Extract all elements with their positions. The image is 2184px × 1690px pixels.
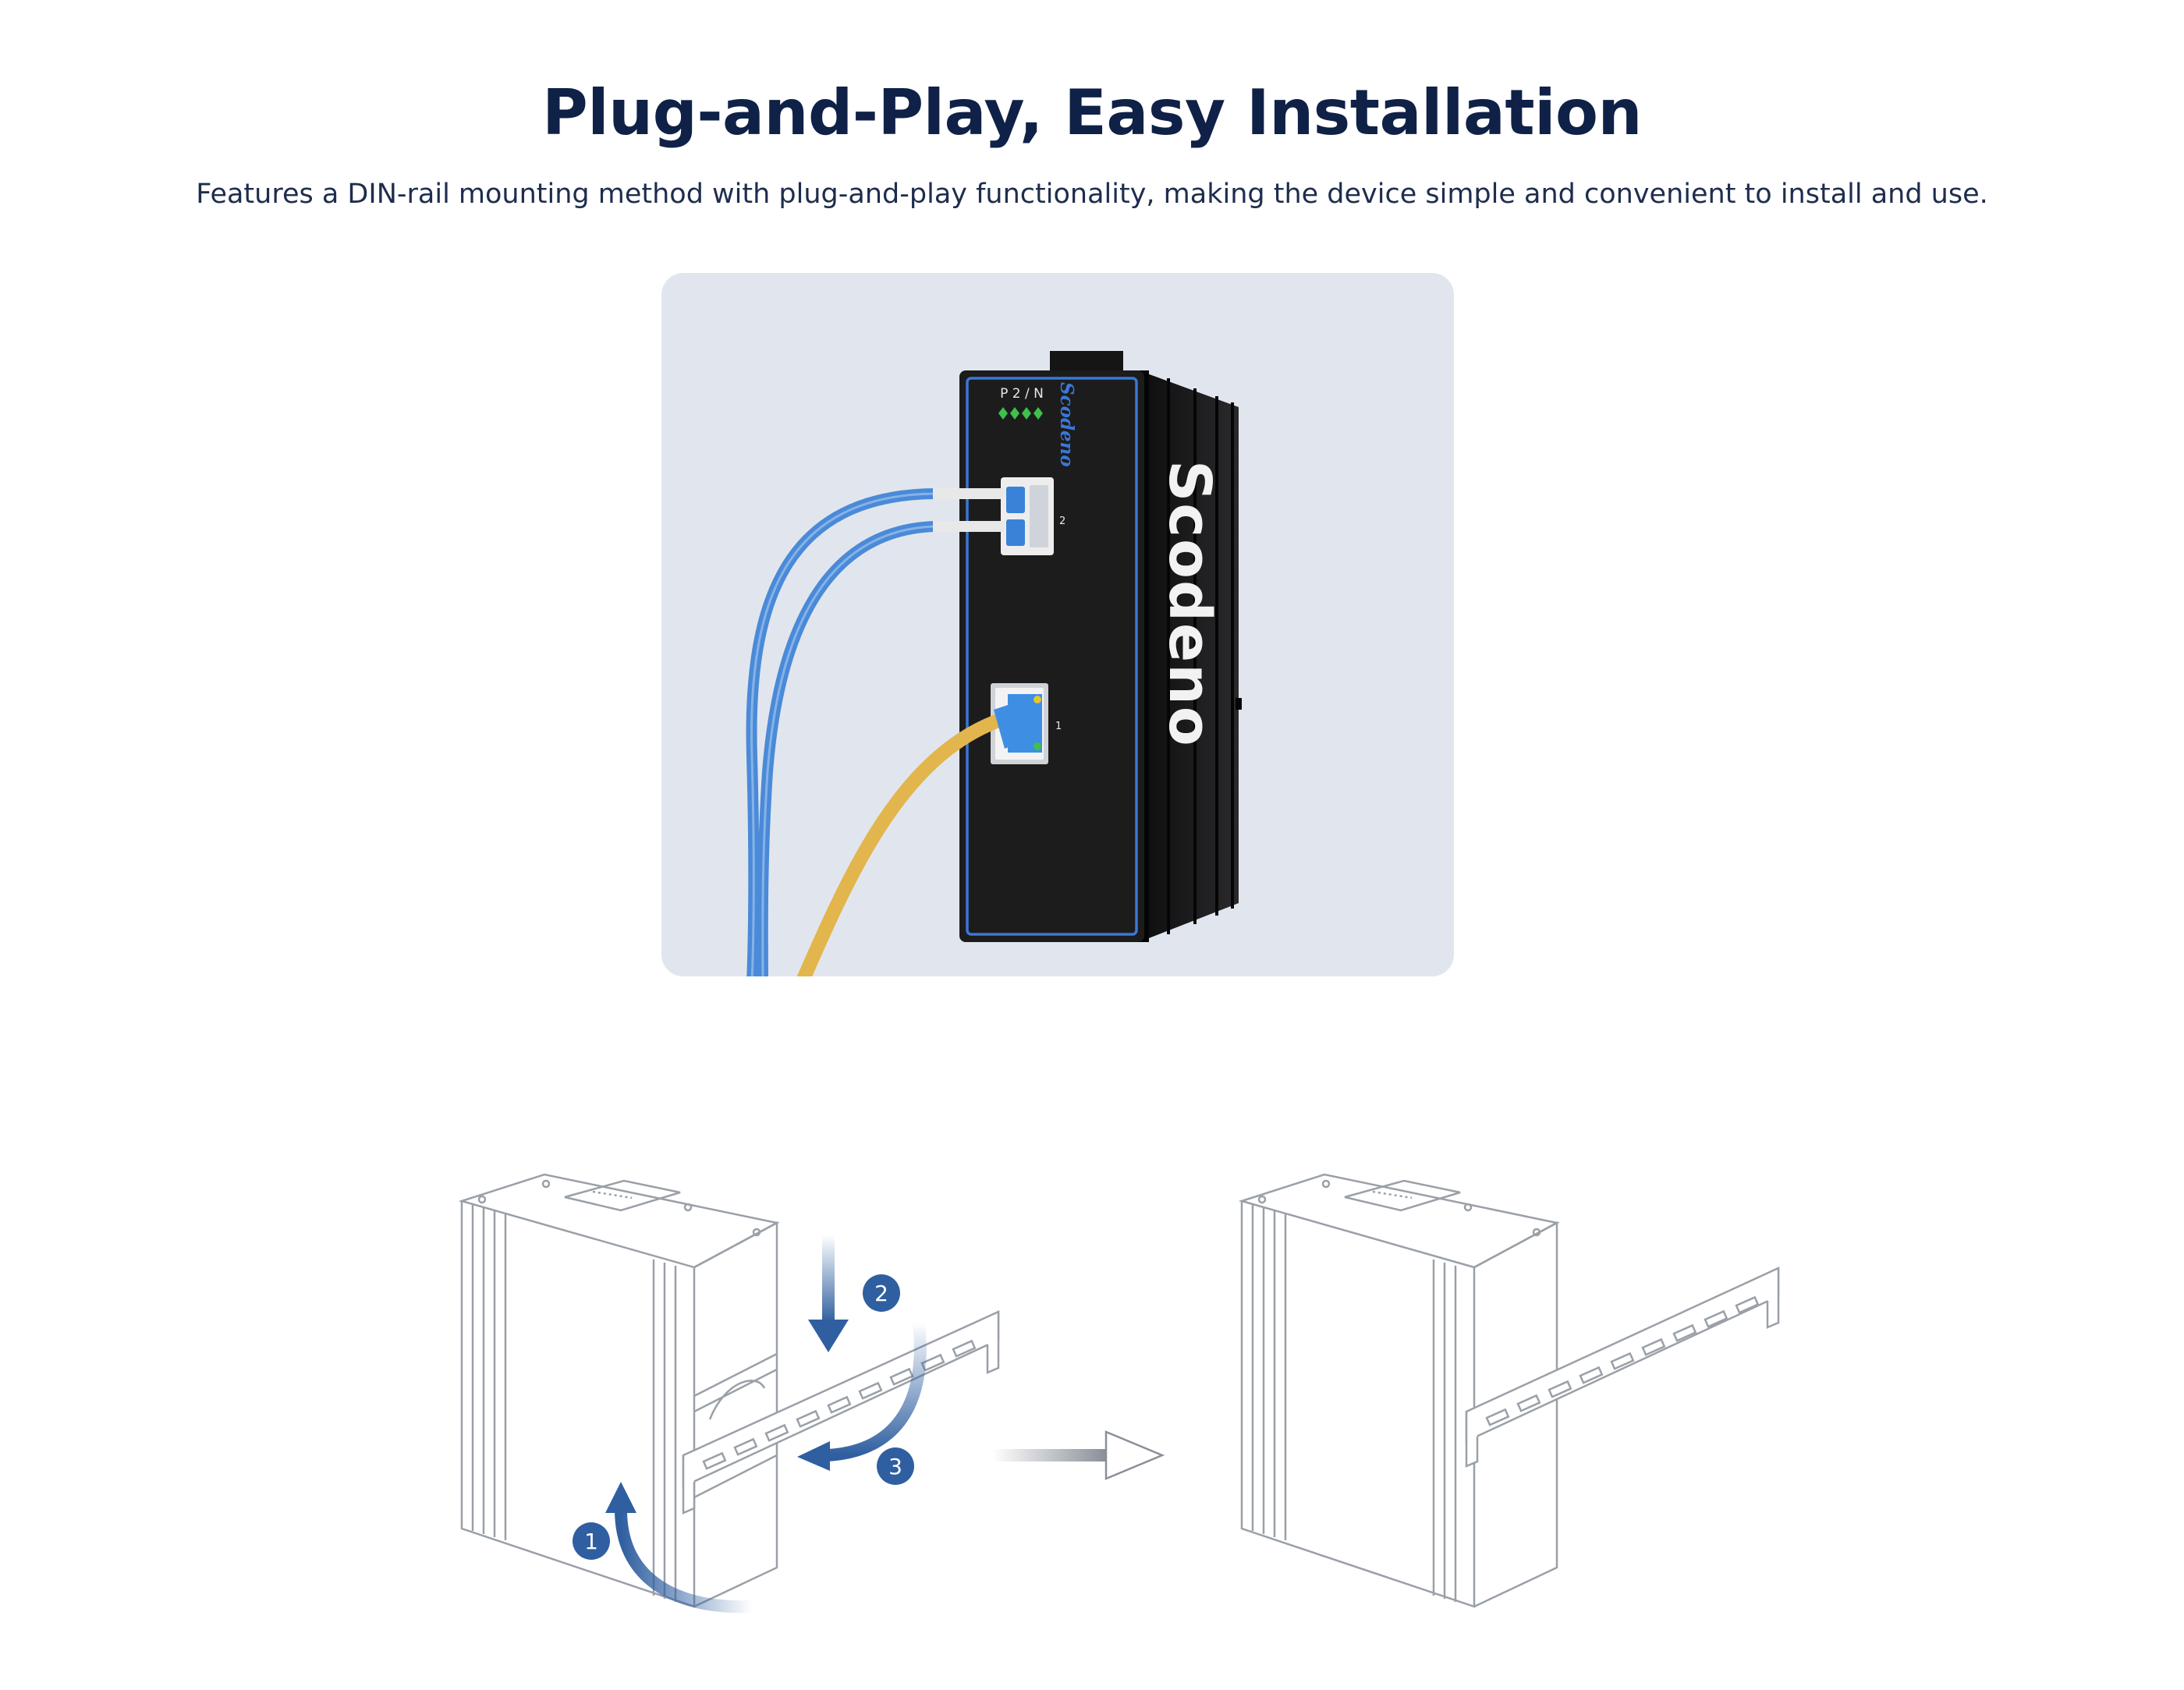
brand-logo-large: Scodeno [1156, 460, 1223, 748]
page-subtitle: Features a DIN-rail mounting method with… [196, 179, 1988, 210]
fiber-cables [746, 488, 1005, 976]
step-arrow-inward [797, 1322, 927, 1471]
svg-text:3: 3 [888, 1454, 902, 1479]
led-label: P 2 / N [1000, 386, 1044, 402]
step-arrow-upward [605, 1482, 753, 1614]
sfp-fiber-port [1001, 477, 1054, 555]
device-after-mounting [1238, 1173, 1560, 1608]
page-title: Plug-and-Play, Easy Installation [542, 76, 1642, 149]
device-accent-frame [966, 377, 1138, 936]
sfp-port-number: 2 [1059, 516, 1065, 527]
device-before-mounting [458, 1173, 780, 1608]
brand-logo-small: Scodeno [1056, 382, 1077, 467]
step-arrow-down [808, 1235, 849, 1352]
status-leds [998, 407, 1043, 420]
svg-text:2: 2 [874, 1281, 888, 1306]
device-illustration: P 2 / N Scodeno Scodeno 2 1 [746, 351, 1242, 976]
ethernet-cable [796, 700, 1033, 976]
device-front-panel [959, 370, 1144, 942]
step-badge-3: 3 [877, 1447, 914, 1485]
installation-diagram: 2 3 1 [458, 1173, 1780, 1614]
step-badge-2: 2 [863, 1274, 900, 1312]
din-rail-left [682, 1310, 1000, 1515]
arrow-right-icon [992, 1430, 1165, 1480]
step-badge-1: 1 [573, 1522, 610, 1560]
din-rail-right [1465, 1267, 1780, 1468]
svg-text:1: 1 [584, 1529, 598, 1554]
rj45-port-number: 1 [1055, 721, 1062, 732]
product-image-card: P 2 / N Scodeno Scodeno 2 1 [661, 273, 1454, 976]
